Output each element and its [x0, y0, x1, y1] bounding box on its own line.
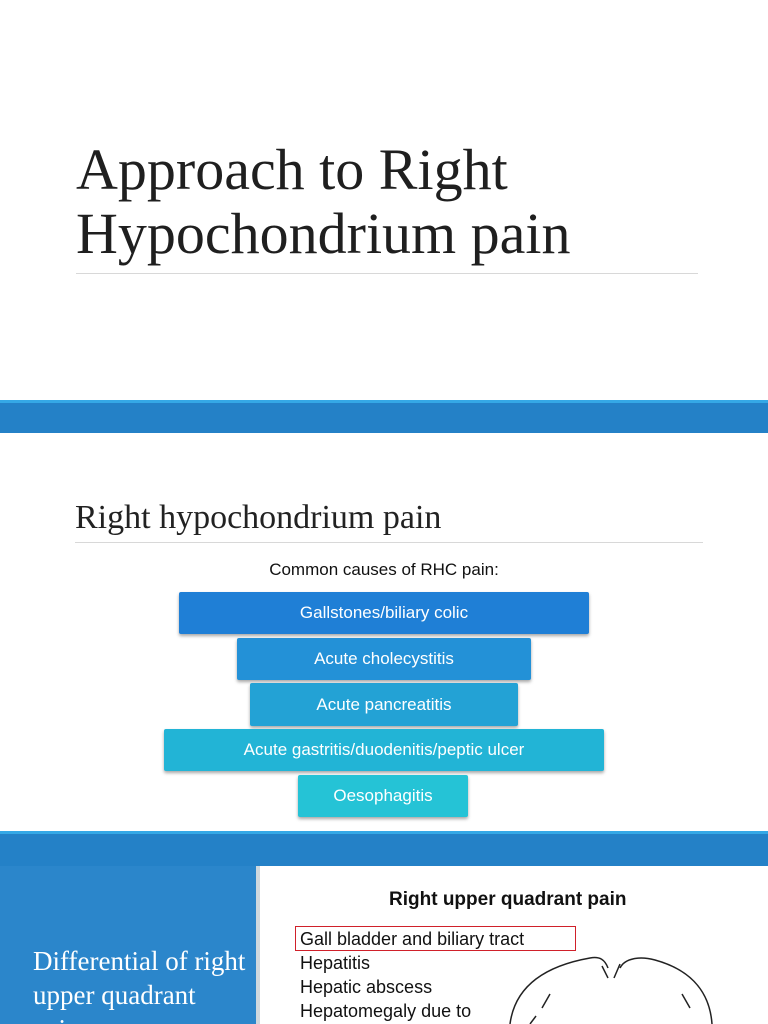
- cause-cholecystitis: Acute cholecystitis: [237, 638, 531, 680]
- cause-label: Acute pancreatitis: [316, 694, 452, 714]
- cause-pancreatitis: Acute pancreatitis: [250, 683, 518, 726]
- title-underline: [75, 542, 703, 543]
- figure-item: Hepatitis: [300, 953, 371, 973]
- cause-label: Gallstones/biliary colic: [299, 603, 469, 622]
- slide-divider-band: [0, 400, 768, 433]
- panel-title: Differential of right upper quadrant pai…: [33, 946, 246, 1024]
- cause-label: Acute cholecystitis: [314, 649, 454, 668]
- cause-gastritis: Acute gastritis/duodenitis/peptic ulcer: [164, 729, 604, 771]
- title-panel: Differential of right upper quadrant pai…: [0, 866, 256, 1024]
- cause-gallstones: Gallstones/biliary colic: [179, 592, 589, 634]
- panel-divider: [256, 866, 260, 1024]
- figure-item: Hepatic abscess: [300, 977, 433, 997]
- cause-oesophagitis: Oesophagitis: [298, 775, 468, 817]
- title-slide: Approach to Right Hypochondrium pain: [0, 0, 768, 400]
- slide-divider-band: [0, 831, 768, 866]
- figure-title: Right upper quadrant pain: [389, 889, 627, 910]
- slide-title: Right hypochondrium pain: [75, 499, 442, 536]
- causes-slide: Right hypochondrium pain Common causes o…: [0, 433, 768, 831]
- figure-item: Hepatomegaly due to: [300, 1001, 472, 1021]
- figure-item: Gall bladder and biliary tract: [300, 929, 525, 949]
- cause-label: Oesophagitis: [333, 786, 433, 805]
- torso-outline-illustration: [509, 956, 713, 1024]
- title-underline: [76, 273, 698, 274]
- cause-label: Acute gastritis/duodenitis/peptic ulcer: [243, 740, 525, 759]
- differential-slide: Differential of right upper quadrant pai…: [0, 866, 768, 1024]
- slide-title: Approach to Right Hypochondrium pain: [76, 137, 571, 266]
- highlight-box: [295, 926, 576, 951]
- causes-heading: Common causes of RHC pain:: [269, 560, 499, 579]
